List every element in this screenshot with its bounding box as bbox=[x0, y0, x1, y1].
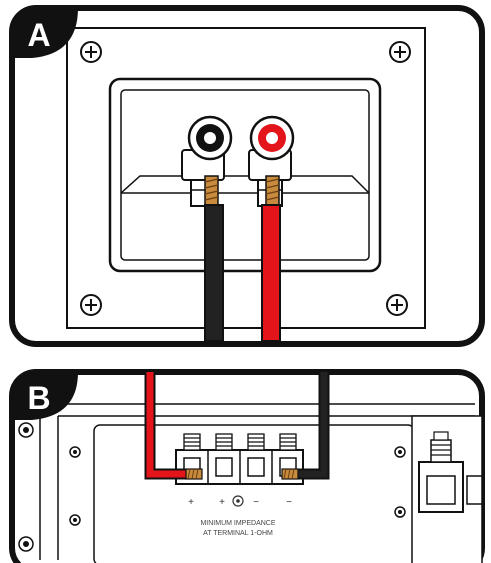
panel-b: + + − − MINIMUM IMPEDANCE AT TERMINAL 1-… bbox=[9, 369, 485, 563]
impedance-note-line2: AT TERMINAL 1-OHM bbox=[203, 530, 273, 537]
negative-wire bbox=[296, 372, 330, 480]
terminal-label-2: + bbox=[219, 497, 225, 508]
badge-b-letter: B bbox=[27, 380, 50, 416]
speaker-terminal-cup-icon bbox=[108, 77, 382, 273]
ground-symbol-icon bbox=[232, 495, 244, 507]
copper-strands-positive bbox=[185, 468, 203, 480]
phillips-screw-icon bbox=[69, 514, 81, 526]
power-terminal-icon bbox=[418, 431, 483, 513]
phillips-screw-icon bbox=[386, 294, 408, 316]
positive-wire bbox=[144, 372, 188, 480]
phillips-screw-icon bbox=[394, 506, 406, 518]
terminal-label-1: + bbox=[188, 497, 194, 508]
copper-strands-positive bbox=[265, 175, 280, 207]
phillips-screw-icon bbox=[80, 41, 102, 63]
phillips-screw-icon bbox=[80, 294, 102, 316]
impedance-note-line1: MINIMUM IMPEDANCE bbox=[200, 520, 275, 527]
positive-wire bbox=[261, 204, 281, 342]
phillips-screw-icon bbox=[394, 446, 406, 458]
copper-strands-negative bbox=[204, 175, 219, 207]
panel-a: A bbox=[9, 5, 485, 347]
badge-b: B bbox=[12, 372, 78, 420]
phillips-screw-icon bbox=[69, 446, 81, 458]
terminal-label-4: − bbox=[286, 497, 292, 508]
phillips-screw-icon bbox=[18, 536, 34, 552]
phillips-screw-icon bbox=[18, 422, 34, 438]
negative-wire bbox=[204, 204, 224, 342]
terminal-label-3: − bbox=[253, 497, 259, 508]
badge-a: A bbox=[12, 8, 78, 58]
badge-a-letter: A bbox=[27, 17, 50, 53]
phillips-screw-icon bbox=[389, 41, 411, 63]
copper-strands-negative bbox=[281, 468, 299, 480]
